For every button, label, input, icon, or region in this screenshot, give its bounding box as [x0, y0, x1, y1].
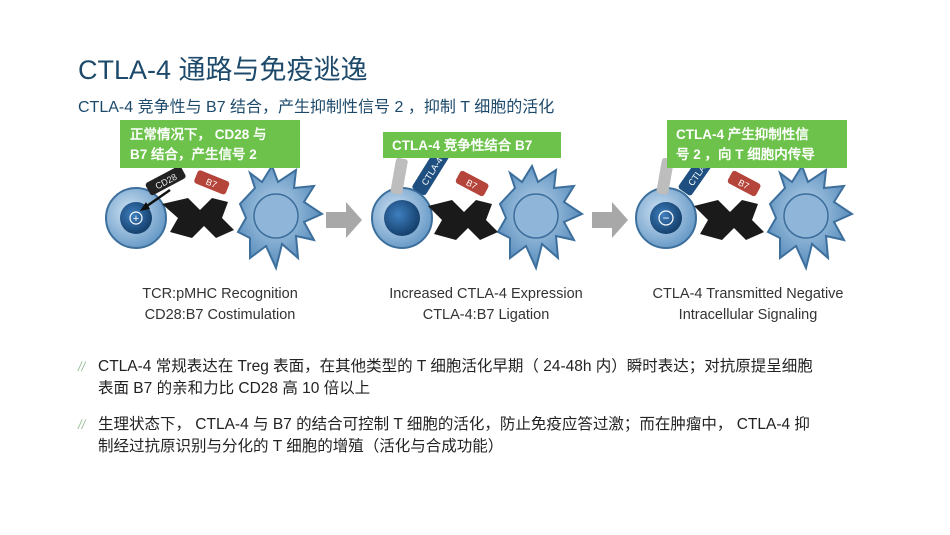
transition-arrow-2 [592, 202, 628, 238]
signal-circle [658, 210, 674, 226]
callout-line-2: B7 结合，产生信号 2 [130, 146, 257, 162]
apc-nucleus [513, 193, 559, 239]
apc-nucleus [253, 193, 299, 239]
svg-text:B7: B7 [204, 177, 218, 190]
callout-box [383, 132, 561, 158]
bullet-item: // CTLA-4 常规表达在 Treg 表面，在其他类型的 T 细胞活化早期（… [78, 358, 813, 397]
signal-circle [129, 211, 143, 225]
apc-nucleus [783, 193, 829, 239]
pointer-arrow [143, 188, 171, 210]
panel-1-label: TCR:pMHC Recognition CD28:B7 Costimulati… [142, 286, 298, 323]
signal-symbol: + [133, 213, 139, 225]
panel-1-costimulation: + CD28 B7 正常情况下， CD28 与 B7 结合，产生信号 2 [105, 120, 325, 272]
ctla4-pathway-diagram: + CD28 B7 正常情况下， CD28 与 B7 结合，产生信号 2 [105, 120, 855, 272]
t-cell-nucleus [650, 202, 682, 234]
signal-symbol: − [662, 211, 669, 225]
bullet-marker-icon: // [78, 417, 86, 432]
tcr-mhc-complex [694, 200, 764, 240]
b7-ligand: B7 [194, 170, 230, 195]
b7-ligand: B7 [727, 170, 761, 197]
panel-3-negative-signaling: − CTLA-4 B7 CTLA-4 产生抑制性信 号 2 ，向 T 细胞内传导 [635, 120, 855, 272]
svg-text:B7: B7 [736, 177, 750, 191]
page-title: CTLA-4 通路与免疫逃逸 [78, 55, 368, 85]
callout-line-1: CTLA-4 产生抑制性信 [676, 126, 809, 142]
pointer-arrowhead [140, 202, 150, 211]
panel-2-label: Increased CTLA-4 Expression CTLA-4:B7 Li… [389, 286, 583, 323]
callout-box [667, 120, 847, 168]
bullet-marker-icon: // [78, 359, 86, 374]
tcr-mhc-complex [428, 200, 498, 240]
callout-line-2: 号 2 ，向 T 细胞内传导 [676, 146, 815, 162]
transition-arrow-1 [326, 202, 362, 238]
t-cell-nucleus [384, 200, 420, 236]
bullet-item: // 生理状态下， CTLA-4 与 B7 的结合可控制 T 细胞的活化，防止免… [78, 416, 810, 455]
callout-line-1: 正常情况下， CD28 与 [130, 126, 267, 142]
bullet-list: // CTLA-4 常规表达在 Treg 表面，在其他类型的 T 细胞活化早期（… [78, 356, 928, 472]
callout-box [120, 120, 300, 168]
page-subtitle: CTLA-4 竞争性与 B7 结合，产生抑制性信号 2 ，抑制 T 细胞的活化 [78, 99, 555, 116]
tcr-mhc-complex [162, 198, 234, 238]
panel-3-label: CTLA-4 Transmitted Negative Intracellula… [652, 286, 844, 323]
panel-2-ctla4-ligation: CTLA-4 B7 CTLA-4 竞争性结合 B7 [371, 132, 585, 272]
svg-text:B7: B7 [464, 177, 478, 191]
cd28-receptor [390, 157, 408, 195]
callout-line-1: CTLA-4 竞争性结合 B7 [392, 137, 532, 153]
b7-ligand: B7 [455, 170, 489, 197]
